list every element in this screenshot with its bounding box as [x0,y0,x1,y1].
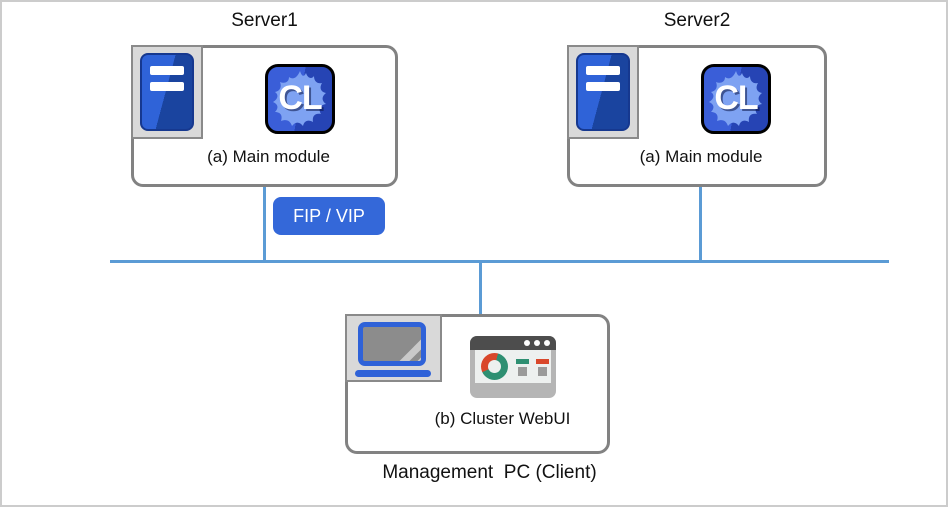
laptop-icon [358,322,426,366]
cluster-logo-text: CL [278,79,322,117]
link-server1 [263,186,266,261]
server2-node-box: CL (a) Main module [567,45,827,187]
donut-chart-icon [481,353,508,380]
laptop-base [355,370,431,377]
webui-label: (b) Cluster WebUI [434,409,571,428]
management-pc-caption: Management PC (Client) [382,462,597,483]
server1-node-box: CL (a) Main module [131,45,398,187]
server-icon-frame [567,45,639,139]
management-pc-node-box: (b) Cluster WebUI [345,314,610,454]
browser-titlebar [470,336,556,350]
cluster-logo-text: CL [714,79,758,117]
cluster-logo-icon: CL [701,64,771,134]
donut-hole [488,360,501,373]
laptop-icon-frame [345,314,442,382]
link-management-pc [479,263,482,315]
server-icon [140,53,194,131]
splash-icon [273,71,326,126]
browser-content [475,350,551,383]
network-line-horizontal [110,260,889,263]
server2-title: Server2 [663,10,731,31]
server-drive-bar [150,66,184,75]
server1-title: Server1 [231,10,298,31]
server-drive-bar [150,82,184,91]
window-dot-icon [534,340,540,346]
server-icon-frame [131,45,203,139]
server-drive-bar [586,66,620,75]
dashboard-widget-block [518,367,527,376]
server1-module-label: (a) Main module [207,147,330,166]
dashboard-widget-block [538,367,547,376]
cluster-logo-icon: CL [265,64,335,134]
link-server2 [699,186,702,261]
server2-module-label: (a) Main module [639,147,763,166]
dashboard-widget-bar [536,359,549,364]
dashboard-widget-bar [516,359,529,364]
fip-vip-badge: FIP / VIP [273,197,385,235]
server-icon [576,53,630,131]
window-dot-icon [524,340,530,346]
splash-icon [709,71,762,126]
window-dot-icon [544,340,550,346]
webui-browser-icon [470,336,556,398]
server-drive-bar [586,82,620,91]
